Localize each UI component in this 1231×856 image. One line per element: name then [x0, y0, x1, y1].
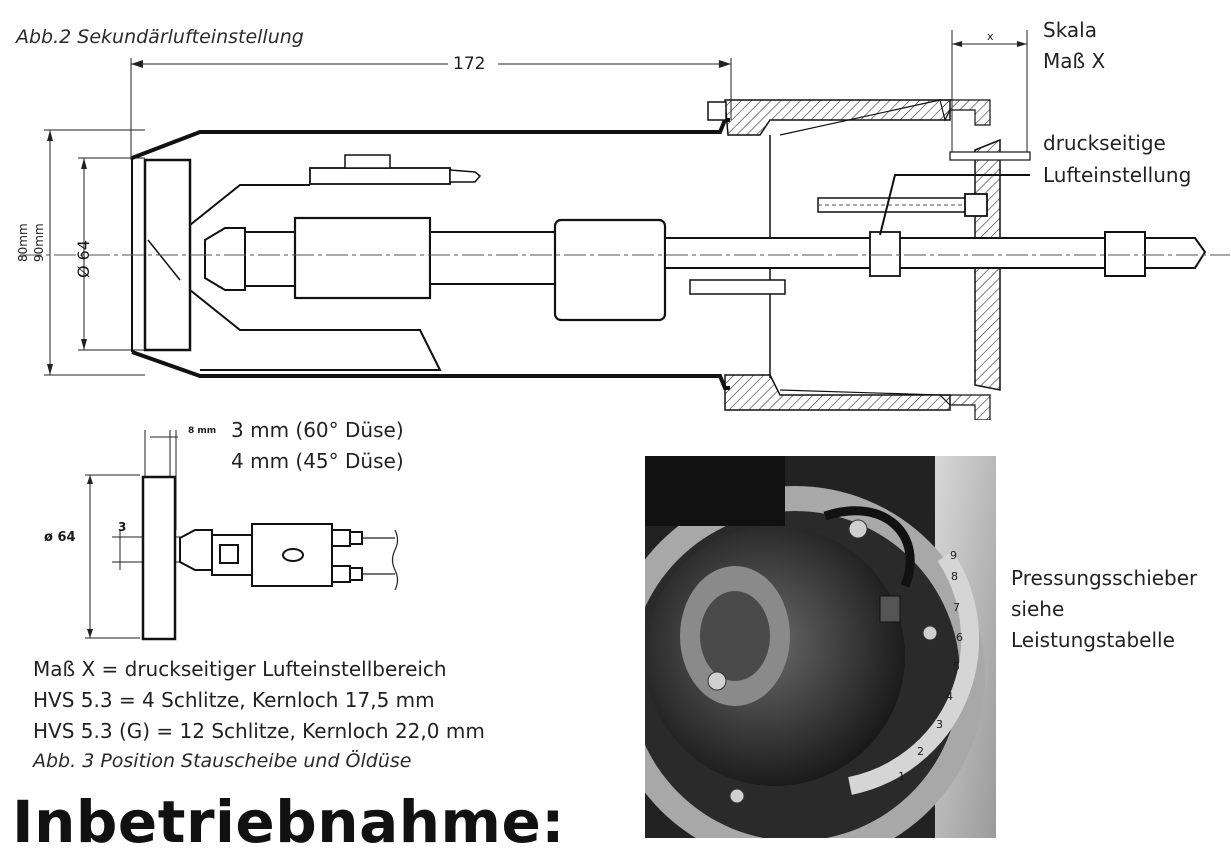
pressure-side-label-1: druckseitige — [1043, 131, 1166, 155]
dimension-172 — [130, 54, 732, 160]
burner-cross-section-drawing — [20, 30, 1230, 420]
scale-number: 9 — [950, 549, 957, 562]
diameter-80-label: 80mm — [16, 223, 30, 262]
nozzle-body — [179, 523, 363, 587]
pressure-side-label-2: Lufteinstellung — [1043, 163, 1192, 187]
dimension-x-label: x — [987, 30, 994, 43]
section-heading: Inbetriebnahme: — [12, 788, 565, 856]
scale-number: 1 — [898, 770, 905, 783]
dimension-3-label: 3 — [118, 520, 127, 534]
note-line-3: HVS 5.3 (G) = 12 Schlitze, Kernloch 22,0… — [33, 719, 485, 743]
note-line-1: Maß X = druckseitiger Lufteinstellbereic… — [33, 657, 447, 681]
dimension-x — [951, 30, 1028, 160]
note-line-2: HVS 5.3 = 4 Schlitze, Kernloch 17,5 mm — [33, 688, 435, 712]
photo-label-3: Leistungstabelle — [1011, 628, 1175, 652]
photo-label-1: Pressungsschieber — [1011, 566, 1198, 590]
note-45-degree: 4 mm (45° Düse) — [231, 449, 404, 473]
figure-2-caption: Abb.2 Sekundärlufteinstellung — [16, 26, 304, 48]
dimension-172-label: 172 — [453, 54, 486, 74]
mixing-cone — [189, 184, 442, 371]
scale-number: 2 — [917, 745, 924, 758]
note-60-degree: 3 mm (60° Düse) — [231, 418, 404, 442]
nozzle-position-drawing — [85, 430, 399, 641]
baffle-disc-side — [141, 475, 177, 641]
mass-x-label: Maß X — [1043, 49, 1106, 73]
scale-numbers: 9 — [950, 540, 957, 572]
skala-label: Skala — [1043, 18, 1097, 42]
scale-number: 4 — [946, 690, 953, 703]
diameter-64-side-label: ø 64 — [44, 530, 76, 545]
ignition-electrode — [309, 154, 482, 185]
scale-number: 7 — [953, 601, 960, 614]
photo-illustration — [645, 456, 996, 838]
scale-number: 3 — [936, 718, 943, 731]
scale-number: 8 — [951, 570, 958, 583]
photo-pressure-slider — [645, 456, 996, 838]
adjusting-screw — [817, 151, 1031, 236]
diameter-64-label: Ø 64 — [74, 239, 93, 278]
scale-number: 5 — [953, 660, 960, 673]
dimension-8mm-label: 8 mm — [188, 426, 217, 436]
diameter-dimensions — [44, 129, 145, 376]
figure-3-caption: Abb. 3 Position Stauscheibe und Öldüse — [33, 750, 412, 772]
scale-number: 6 — [956, 631, 963, 644]
nozzle-assembly — [204, 216, 1207, 322]
diameter-90-label: 90mm — [32, 223, 46, 262]
photo-label-2: siehe — [1011, 597, 1065, 621]
